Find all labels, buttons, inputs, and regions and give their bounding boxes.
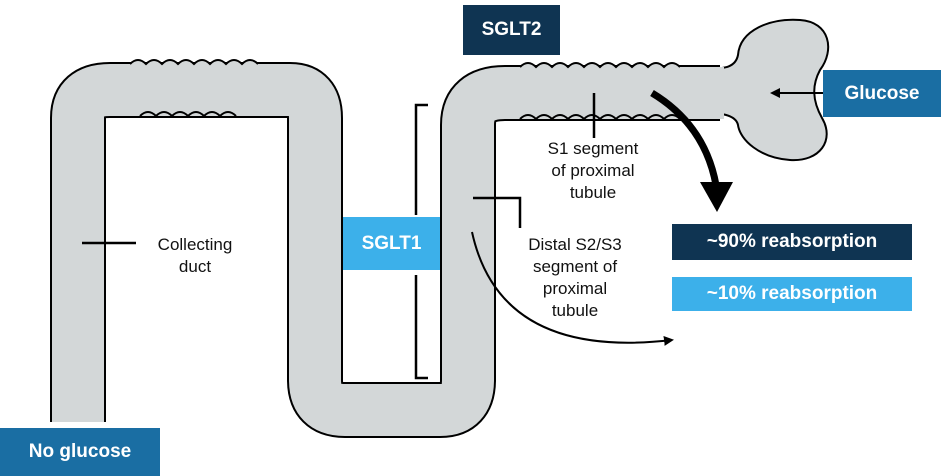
reabsorption-90-label: ~90% reabsorption (672, 224, 912, 260)
collecting-duct-label: Collecting duct (140, 234, 250, 278)
label-line: duct (178, 257, 212, 276)
sglt1-bracket (414, 103, 428, 380)
label-line: tubule (551, 301, 599, 320)
label-line: Distal S2/S3 (528, 235, 622, 254)
label-line: of proximal (551, 161, 635, 180)
s1-segment-label: S1 segment of proximal tubule (518, 138, 668, 204)
label-line: S1 segment (547, 139, 639, 158)
label-line: Collecting (157, 235, 233, 254)
glucose-label: Glucose (823, 70, 941, 117)
reabsorption-10-label: ~10% reabsorption (672, 277, 912, 311)
nephron-tubule (50, 18, 830, 438)
major-reabsorption-arrow-icon (650, 90, 720, 186)
distal-pointer (473, 196, 522, 228)
sglt2-label: SGLT2 (463, 5, 560, 55)
distal-segment-label: Distal S2/S3 segment of proximal tubule (505, 234, 645, 322)
no-glucose-label: No glucose (0, 428, 160, 476)
label-line: tubule (569, 183, 617, 202)
label-line: segment of (532, 257, 618, 276)
label-line: proximal (542, 279, 608, 298)
minor-reabsorption-arrow-icon (471, 231, 674, 346)
sglt1-label: SGLT1 (343, 217, 440, 270)
